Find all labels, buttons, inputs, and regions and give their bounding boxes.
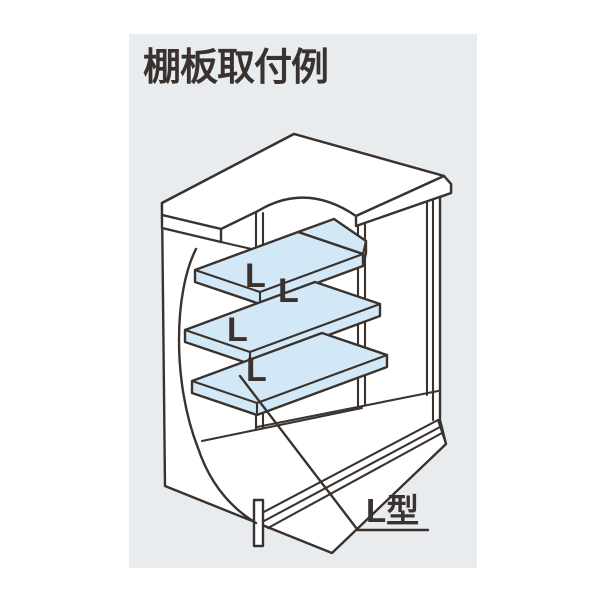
shelf-mark-top-left: L xyxy=(245,257,266,295)
shelf-board-bottom xyxy=(190,331,389,417)
shelf-mark-top-right: L xyxy=(278,272,299,310)
floor-front-edge xyxy=(255,389,440,429)
shelf-board-top-left xyxy=(193,230,365,306)
page-title: 棚板取付例 xyxy=(143,47,329,89)
front-right-post xyxy=(425,195,435,422)
shelf-mark-middle: L xyxy=(227,311,248,349)
shelf-board-top-right-edge xyxy=(361,239,368,256)
callout-leader-line xyxy=(238,374,359,531)
roof-fascia-right xyxy=(354,174,453,228)
callout-label: L型 xyxy=(366,492,419,529)
cutaway-curve xyxy=(177,247,258,525)
shelf-board-bottom-edges xyxy=(190,353,389,417)
floor-back-edge xyxy=(200,406,364,443)
corner-post-stub xyxy=(252,498,265,548)
shelf-mark-bottom: L xyxy=(246,351,267,389)
door-rails xyxy=(258,418,448,530)
shelf-board-middle xyxy=(183,280,382,366)
